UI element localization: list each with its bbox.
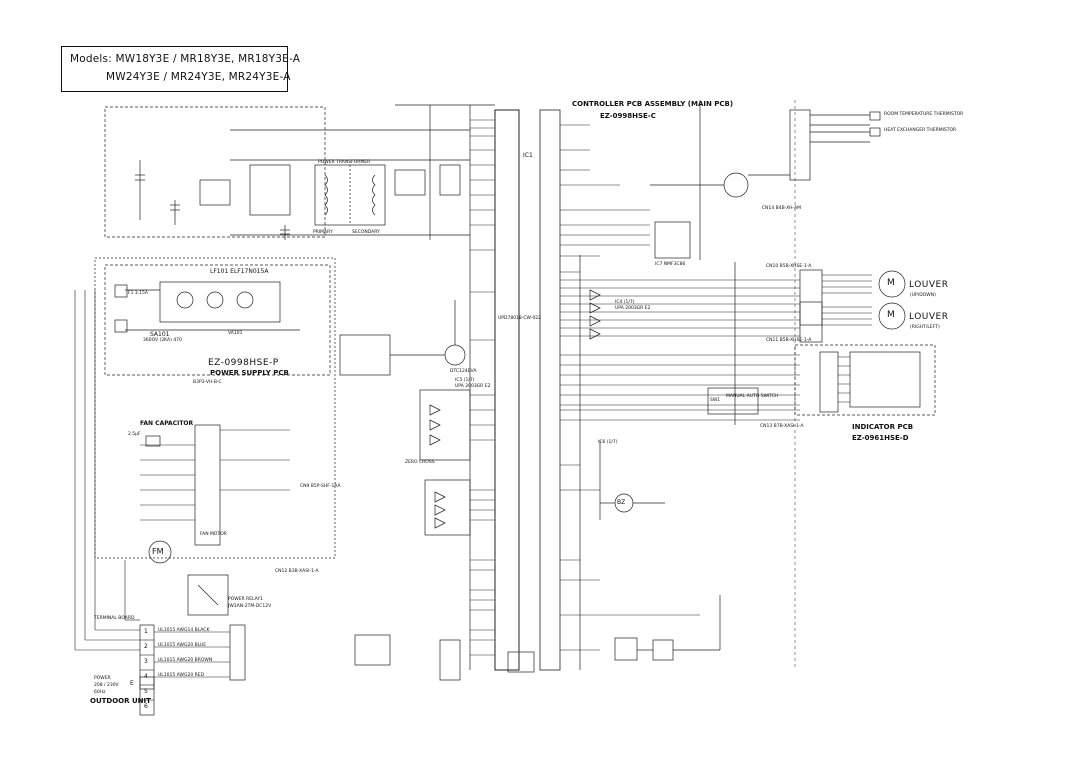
ic6-label: IC6 (1/7)	[598, 440, 618, 445]
lower-louver-motor-symbol: M	[887, 310, 895, 320]
transistor-dtc-label: DTC124EVA	[450, 369, 477, 374]
voltage-label: 208 / 230V	[94, 683, 119, 688]
connector-cn9: CN9 B5P-SHF-1AA	[300, 484, 341, 489]
fuse-label: F1 3.15A	[128, 291, 148, 296]
power-supply-pcb-title: POWER SUPPLY PCB	[210, 369, 289, 377]
upper-louver-motor-symbol: M	[887, 278, 895, 288]
varistor-value-label: 360OV (2KA) 470	[143, 338, 182, 343]
transformer-secondary-label: SECONDARY	[352, 230, 380, 235]
models-line-1: Models: MW18Y3E / MR18Y3E, MR18Y3E-A	[70, 53, 301, 65]
connector-cn14: CN14 B4B-XH-AM	[762, 206, 802, 211]
power-transformer-label: POWER TRANSFORMER	[318, 160, 371, 165]
upper-louver-label: LOUVER	[909, 280, 949, 290]
terminal-3: 3	[144, 658, 148, 665]
controller-pcb-part-number: EZ-0998HSE-C	[600, 112, 656, 120]
wire-red: UL1015 AWG20 RED	[158, 673, 205, 678]
connector-cn11: CN11 B5B-XHSE-1-A	[766, 338, 812, 343]
connector-cn13: CN13 B7B-XASI-1-A	[760, 424, 804, 429]
terminal-board-label: TERMINAL BOARD	[94, 616, 135, 621]
mcu-part-label: UPD78018-CW-022	[498, 316, 542, 321]
fan-capacitor-label: FAN CAPACITOR	[140, 420, 194, 427]
terminal-5: 5	[144, 688, 148, 695]
fan-capacitor-value: 2.5μF	[128, 432, 141, 437]
ic7-label: IC7 NMF3C86	[655, 262, 686, 267]
terminal-1: 1	[144, 628, 148, 635]
power-relay-part: JW1AN-2TM-DC12V	[228, 604, 272, 609]
ic5-part: UPA 2003GR E2	[455, 384, 491, 389]
terminal-4: 4	[144, 673, 148, 680]
ic4-label: IC4 (1/7)	[615, 300, 635, 305]
fan-motor-label: FAN MOTOR	[200, 532, 227, 537]
ic5-label: IC5 (1/7)	[455, 378, 475, 383]
terminal-6: 6	[144, 703, 148, 710]
upper-louver-direction: (UP/DOWN)	[910, 293, 936, 298]
models-box: Models: MW18Y3E / MR18Y3E, MR18Y3E-A MW2…	[61, 46, 300, 92]
indicator-pcb-part-number: EZ-0961HSE-D	[852, 434, 909, 442]
transformer-primary-label: PRIMARY	[313, 230, 333, 235]
connector-cn12: CN12 B3B-XASI-1-A	[275, 569, 319, 574]
outdoor-unit-label: OUTDOOR UNIT	[90, 697, 151, 705]
power-relay-label: POWER RELAY1	[228, 597, 264, 602]
indicator-pcb-title: INDICATOR PCB	[852, 423, 914, 431]
connector-cn10: CN10 B5B-XHSE-1-A	[766, 264, 812, 269]
wire-brown: UL1015 AWG20 BROWN	[158, 658, 213, 663]
buzzer-label: BZ	[617, 499, 626, 506]
lower-louver-label: LOUVER	[909, 312, 949, 322]
line-filter-label: LF101 ELF17N015A	[210, 268, 269, 275]
fan-motor-symbol: FM	[152, 547, 164, 556]
controller-pcb-title: CONTROLLER PCB ASSEMBLY (MAIN PCB)	[572, 100, 734, 108]
manual-auto-switch-label: MANUAL AUTO SWITCH	[726, 394, 779, 399]
lower-louver-direction: (RIGHT/LEFT)	[910, 325, 940, 330]
terminal-earth: E	[130, 680, 134, 687]
sw1-label: SW1	[710, 398, 721, 403]
wire-blue: UL1015 AWG20 BLUE	[158, 643, 207, 648]
ic4-part: UPA 2003GR E2	[615, 306, 651, 311]
varistor-label: VA101	[228, 331, 243, 336]
models-line-2: MW24Y3E / MR24Y3E, MR24Y3E-A	[106, 71, 291, 83]
filter-connector-label: B3P3-VH-B-C	[193, 380, 222, 385]
zero-cross-label: ZERO CROSS	[405, 460, 435, 465]
ic1-label: IC1	[523, 152, 533, 159]
heat-exchanger-thermistor-label: HEAT EXCHANGER THERMISTOR	[884, 128, 957, 133]
frequency-label: 60Hz	[94, 690, 106, 695]
wire-black: UL1015 AWG14 BLACK	[158, 628, 210, 633]
power-label: POWER	[94, 676, 111, 681]
power-supply-pcb-part-number: EZ-0998HSE-P	[208, 358, 279, 368]
terminal-2: 2	[144, 643, 148, 650]
room-thermistor-label: ROOM TEMPERATURE THERMISTOR	[884, 112, 964, 117]
surge-absorber-label: SA101	[150, 331, 170, 338]
